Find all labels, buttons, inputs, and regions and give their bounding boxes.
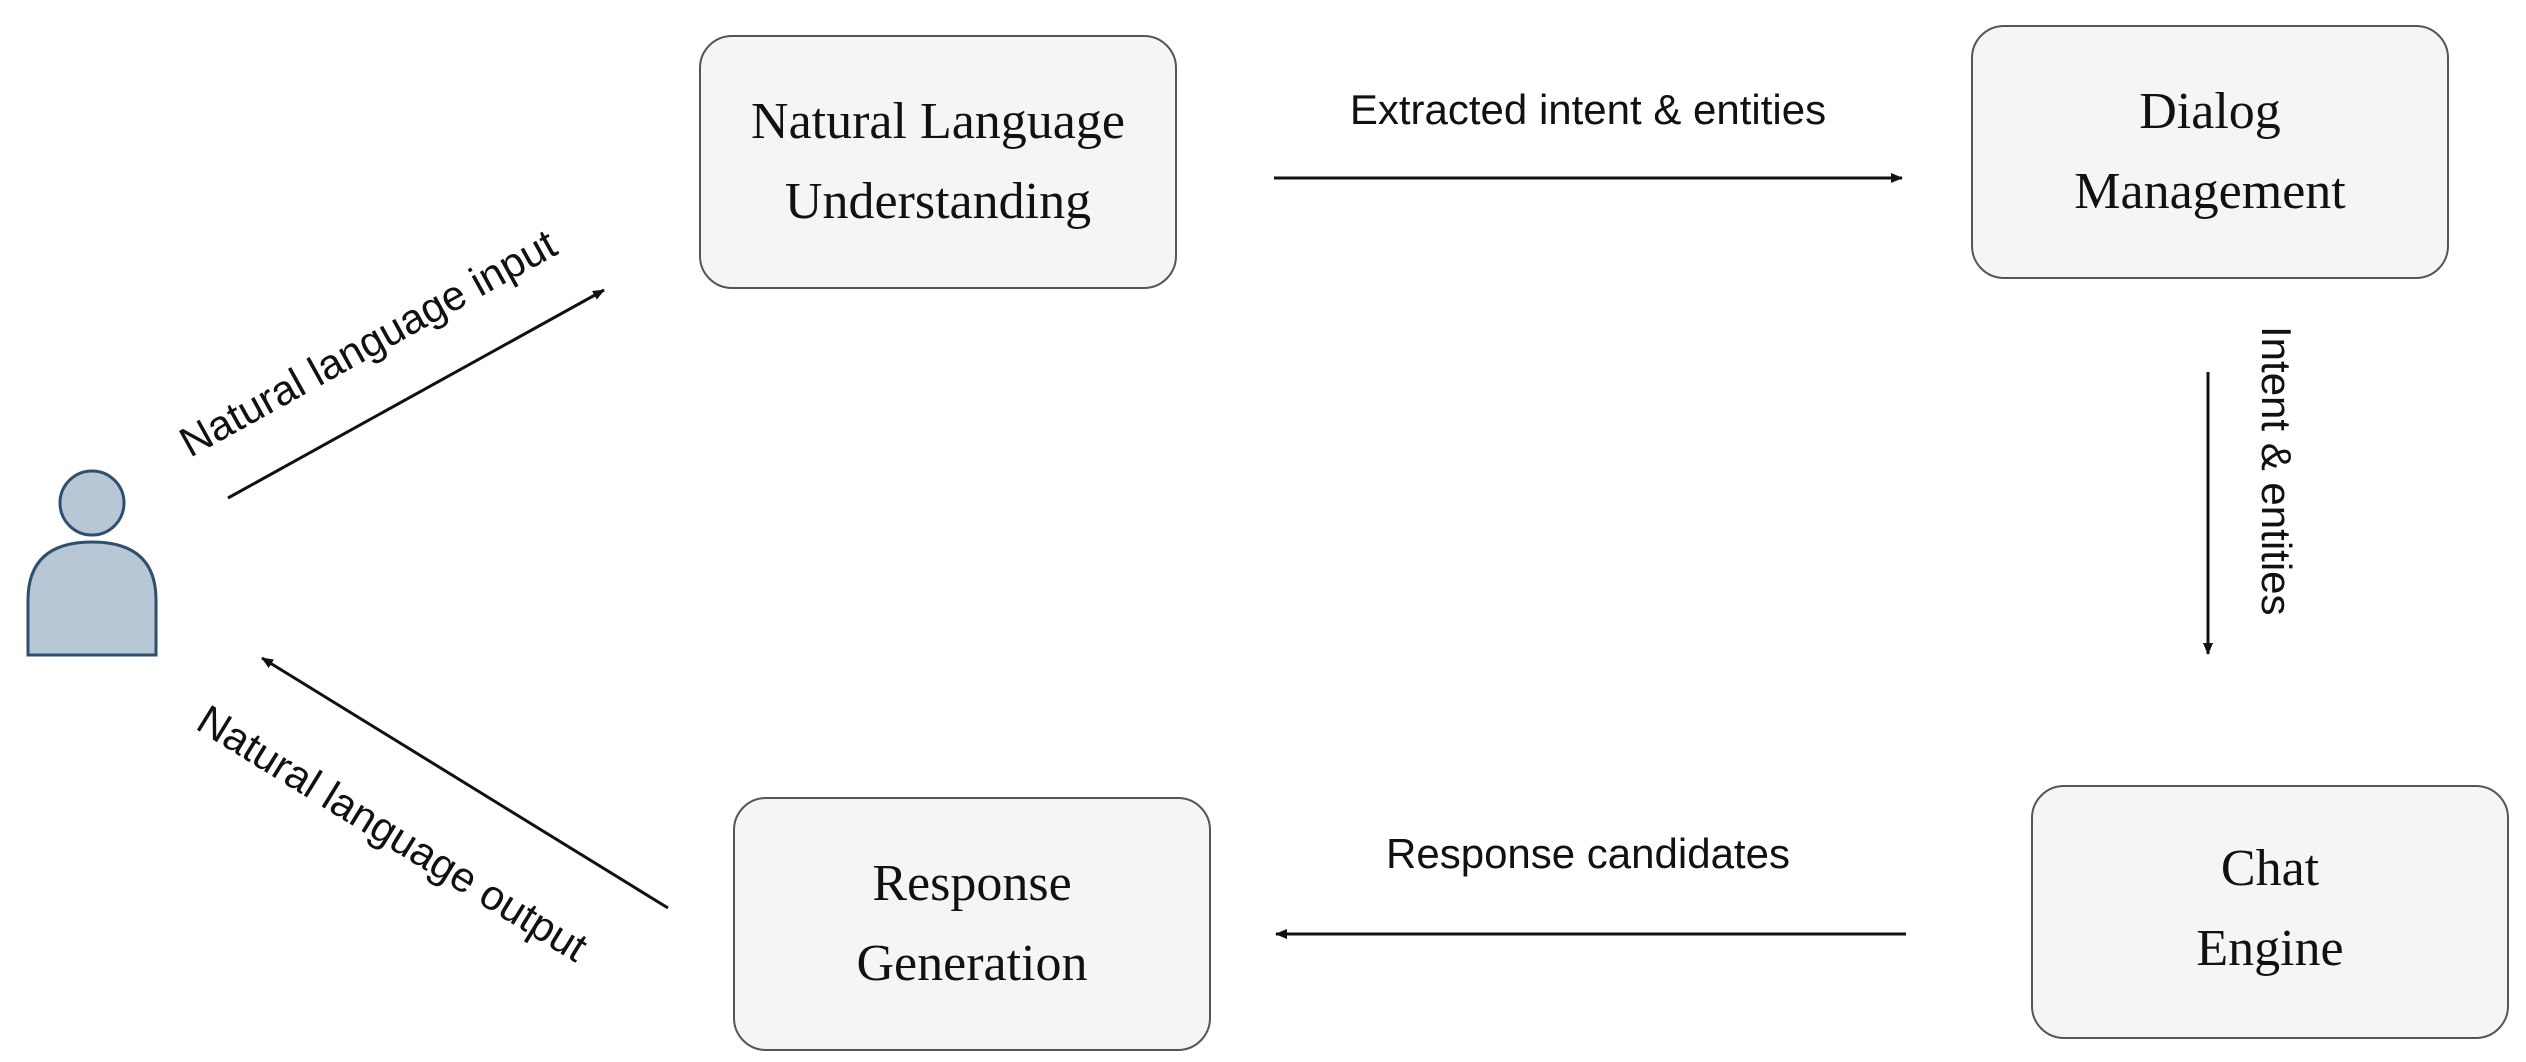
node-natural-language-understanding: Natural Language Understanding <box>699 35 1177 289</box>
edge-label-extracted: Extracted intent & entities <box>1350 86 1826 133</box>
node-label-line: Engine <box>2196 920 2343 977</box>
edge-natural-language-input: Natural language input <box>172 220 605 500</box>
edge-response-candidates: Response candidates <box>1275 830 1906 939</box>
node-label-line: Response <box>872 855 1071 912</box>
user-icon <box>26 469 158 657</box>
edge-intent-entities: Intent & entities <box>2203 326 2300 655</box>
edge-label-input: Natural language input <box>172 220 565 466</box>
edge-extracted-intent: Extracted intent & entities <box>1274 86 1903 183</box>
node-label-line: Chat <box>2221 840 2320 897</box>
node-label-line: Understanding <box>785 173 1091 230</box>
node-response-generation: Response Generation <box>733 797 1211 1051</box>
node-label-line: Management <box>2074 163 2346 220</box>
edge-natural-language-output: Natural language output <box>189 656 669 971</box>
edge-label-intent: Intent & entities <box>2253 326 2300 616</box>
node-label-line: Natural Language <box>751 93 1125 150</box>
node-dialog-management: Dialog Management <box>1971 25 2449 279</box>
node-label-line: Generation <box>856 935 1087 992</box>
edge-label-candidates: Response candidates <box>1386 830 1790 877</box>
node-chat-engine: Chat Engine <box>2031 785 2509 1039</box>
arrow-input <box>227 288 605 500</box>
node-label-line: Dialog <box>2139 83 2281 140</box>
arrow-output <box>261 656 669 910</box>
